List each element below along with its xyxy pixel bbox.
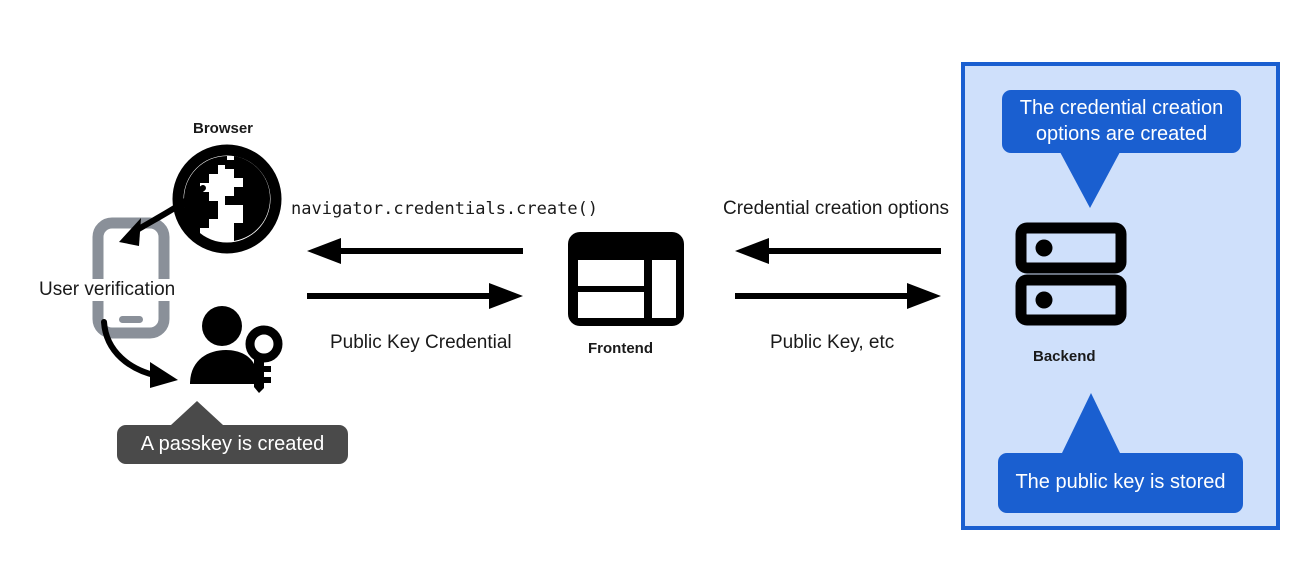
tooltip-passkey-created: A passkey is created: [117, 425, 348, 464]
tooltip-public-key-stored: The public key is stored: [998, 453, 1243, 513]
user-verification-label: User verification: [37, 279, 178, 301]
window-layout-icon: [568, 232, 684, 326]
arrow-phone-to-user: [96, 318, 211, 398]
backend-label: Backend: [1033, 348, 1096, 365]
frontend-label: Frontend: [588, 340, 653, 357]
edge-label-credential-creation-options: Credential creation options: [723, 198, 950, 219]
edge-label-public-key-credential: Public Key Credential: [330, 332, 512, 353]
tooltip-passkey-tail: [117, 401, 223, 425]
edge-label-public-key-etc: Public Key, etc: [770, 332, 895, 353]
tooltip-credential-options: The credential creation options are crea…: [1002, 90, 1241, 153]
tooltip-credential-options-tail: [1002, 152, 1120, 208]
arrow-left-to-browser: [305, 238, 525, 264]
globe-icon: [172, 144, 282, 254]
edge-label-navigator-create: navigator.credentials.create(): [291, 199, 599, 219]
person-with-key-icon: [188, 306, 288, 393]
arrow-browser-to-phone: [95, 180, 225, 280]
server-rack-icon: [1015, 222, 1127, 326]
arrow-left-to-frontend: [733, 238, 943, 264]
smartphone-icon: [92, 217, 170, 339]
arrow-right-to-backend: [733, 283, 943, 309]
arrow-right-to-frontend: [305, 283, 525, 309]
browser-label: Browser: [193, 120, 254, 137]
tooltip-public-key-tail: [998, 393, 1120, 453]
